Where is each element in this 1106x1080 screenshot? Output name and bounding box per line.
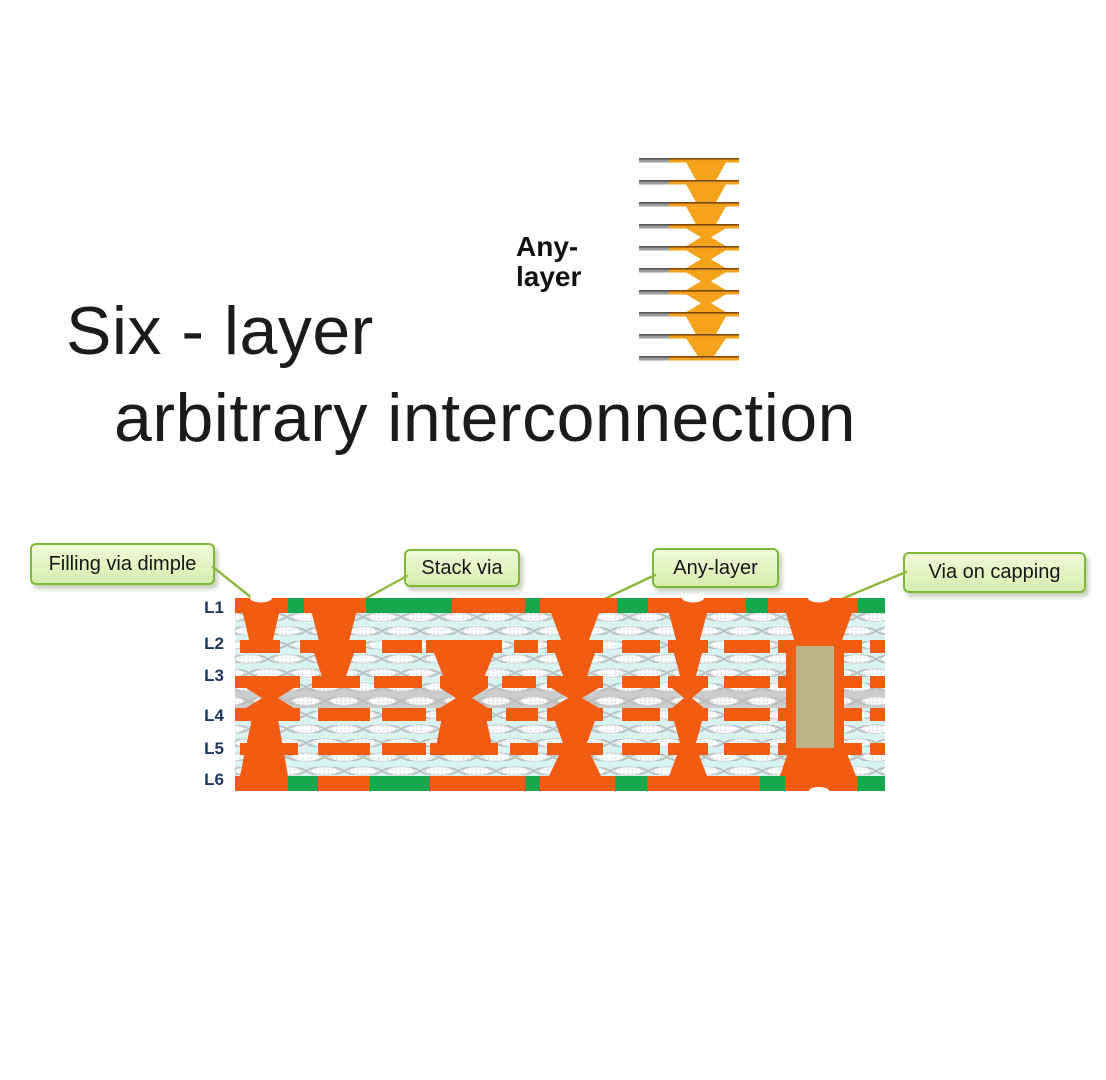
- dimple-notches: [250, 596, 830, 795]
- layer-label-l6: L6: [204, 770, 224, 789]
- icon-layer-lines: [639, 158, 739, 361]
- page-title-line2: arbitrary interconnection: [114, 380, 856, 456]
- via-on-capping: [780, 613, 856, 776]
- callout-any-layer-label: Any-layer: [673, 556, 758, 579]
- core-layer: [235, 688, 885, 708]
- callout-stack-via-label: Stack via: [421, 556, 503, 579]
- callout-filling-via-dimple-label: Filling via dimple: [48, 552, 197, 575]
- anylayer-stackup-icon: [639, 158, 739, 361]
- left-buried-stack: [240, 688, 294, 776]
- layer-label-l1: L1: [204, 598, 224, 617]
- capping-plug: [796, 646, 834, 748]
- layer-label-l2: L2: [204, 634, 224, 653]
- callout-any-layer: Any-layer: [652, 548, 779, 588]
- anylayer-icon-label-line1: Any-: [516, 231, 579, 262]
- layer-label-l3: L3: [204, 666, 224, 685]
- any-layer-via-2: [669, 613, 707, 776]
- layer-label-l4: L4: [204, 706, 224, 725]
- anylayer-icon-label-line2: layer: [516, 261, 582, 292]
- filling-via-dimple: [240, 600, 282, 653]
- any-layer-via: [549, 613, 601, 776]
- callout-stack-via: Stack via: [404, 549, 520, 587]
- icon-vias: [686, 162, 726, 357]
- bottom-mask-band: [235, 776, 885, 791]
- callout-filling-via-dimple: Filling via dimple: [30, 543, 215, 585]
- pcb-cross-section: [235, 596, 885, 795]
- mid-buried-chain: [434, 653, 494, 755]
- callout-via-on-capping-label: Via on capping: [928, 561, 1061, 583]
- page-title-line1: Six - layer: [66, 293, 374, 369]
- layer-label-l5: L5: [204, 739, 224, 758]
- stack-via: [308, 598, 360, 688]
- callout-via-on-capping: Via on capping: [903, 552, 1086, 593]
